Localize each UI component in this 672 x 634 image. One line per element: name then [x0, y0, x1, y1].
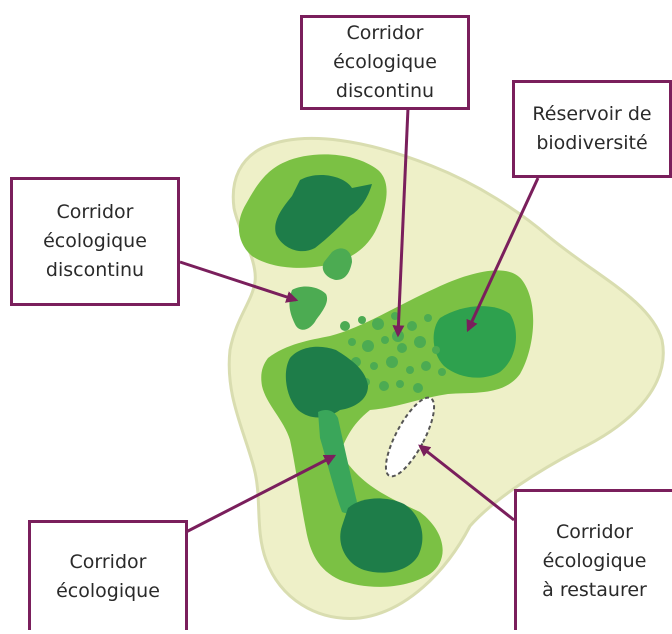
label-corridor-discontinuous-left: Corridor écologique discontinu	[10, 177, 180, 306]
label-line: Corridor	[542, 518, 647, 547]
label-line: écologique	[333, 48, 437, 77]
label-line: écologique	[43, 227, 147, 256]
label-line: à restaurer	[542, 576, 647, 605]
core-zone-bottom	[340, 498, 422, 572]
label-line: biodiversité	[532, 129, 651, 158]
label-line: discontinu	[43, 256, 147, 285]
label-line: écologique	[542, 547, 647, 576]
label-line: Réservoir de	[532, 100, 651, 129]
label-line: discontinu	[333, 77, 437, 106]
label-line: Corridor	[43, 198, 147, 227]
label-corridor-ecological: Corridor écologique	[28, 520, 188, 630]
label-line: écologique	[56, 577, 160, 606]
label-line: Corridor	[333, 19, 437, 48]
label-corridor-to-restore: Corridor écologique à restaurer	[514, 489, 672, 630]
label-line: Corridor	[56, 548, 160, 577]
label-reservoir: Réservoir de biodiversité	[512, 80, 672, 178]
label-corridor-discontinuous-top: Corridor écologique discontinu	[300, 15, 470, 110]
